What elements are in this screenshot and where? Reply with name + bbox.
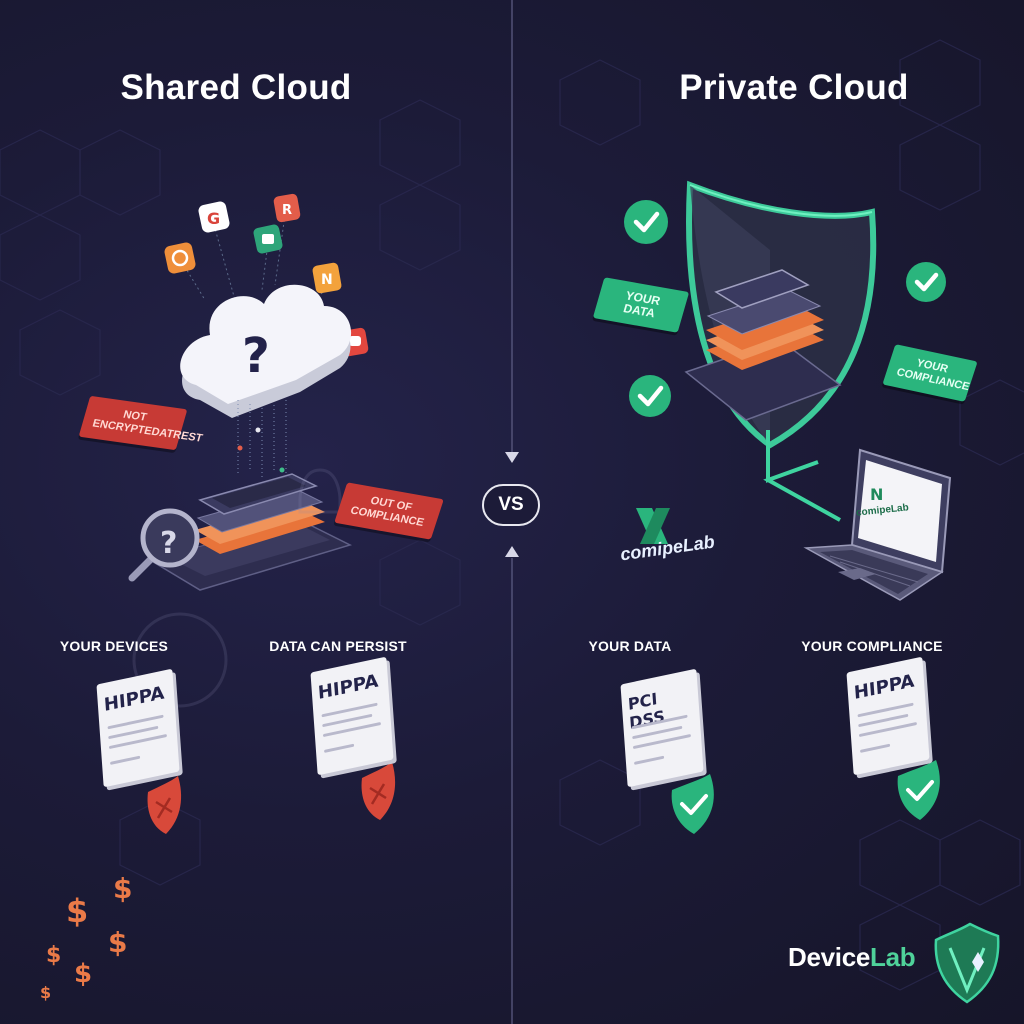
private-cloud-title: Private Cloud bbox=[679, 68, 909, 107]
caption-your-devices: YOUR DEVICES bbox=[59, 638, 169, 654]
brand-name-part2: Lab bbox=[870, 942, 916, 972]
dollar-icon: $ $ $ $ $ $ bbox=[40, 872, 132, 1002]
vs-badge: VS bbox=[482, 484, 540, 526]
svg-text:N: N bbox=[870, 485, 883, 504]
document-card: HIPPA bbox=[96, 668, 180, 788]
brand-name-part1: Device bbox=[788, 942, 871, 972]
check-icon bbox=[629, 375, 671, 417]
svg-text:?: ? bbox=[160, 526, 177, 561]
app-icon: G bbox=[198, 201, 230, 233]
magnifier-icon: ? bbox=[128, 508, 200, 582]
svg-text:R: R bbox=[282, 203, 292, 218]
app-icon bbox=[164, 242, 196, 274]
check-icon bbox=[624, 200, 668, 244]
caption-your-data: YOUR DATA bbox=[588, 638, 672, 654]
svg-text:$: $ bbox=[74, 959, 92, 989]
document-title: HIPPA bbox=[853, 670, 916, 704]
cloud-icon: ? bbox=[180, 284, 352, 418]
brand-shield-icon bbox=[934, 922, 1000, 1004]
verified-shield-icon bbox=[671, 774, 714, 834]
app-icon: R bbox=[273, 193, 301, 223]
device-stack bbox=[684, 269, 842, 421]
svg-text:G: G bbox=[207, 209, 220, 228]
question-mark-icon: ? bbox=[242, 328, 270, 384]
device-stack bbox=[148, 473, 353, 591]
verified-shield-icon bbox=[897, 760, 940, 820]
svg-text:$: $ bbox=[113, 872, 132, 905]
app-icon: N bbox=[312, 262, 342, 294]
shared-cloud-title: Shared Cloud bbox=[120, 68, 352, 107]
app-icon bbox=[253, 224, 283, 254]
svg-text:$: $ bbox=[66, 892, 88, 930]
laptop-icon: N bbox=[803, 448, 952, 601]
devicelab-logo: DeviceLab bbox=[788, 942, 916, 973]
logo-mark-icon bbox=[636, 508, 670, 544]
document-card: PCI DSS bbox=[620, 668, 704, 788]
svg-text:$: $ bbox=[108, 926, 127, 959]
document-title: HIPPA bbox=[103, 682, 166, 716]
svg-text:N: N bbox=[321, 272, 333, 288]
warning-shield-icon bbox=[361, 762, 396, 820]
svg-text:$: $ bbox=[46, 943, 61, 968]
svg-text:$: $ bbox=[40, 983, 51, 1002]
document-card: HIPPA bbox=[846, 656, 930, 776]
document-title: HIPPA bbox=[317, 670, 380, 704]
warning-shield-icon bbox=[147, 776, 182, 834]
check-icon bbox=[906, 262, 946, 302]
caption-your-compliance: YOUR COMPLIANCE bbox=[801, 638, 943, 654]
document-card: HIPPA bbox=[310, 656, 394, 776]
caption-data-can-persist: DATA CAN PERSIST bbox=[269, 638, 407, 654]
